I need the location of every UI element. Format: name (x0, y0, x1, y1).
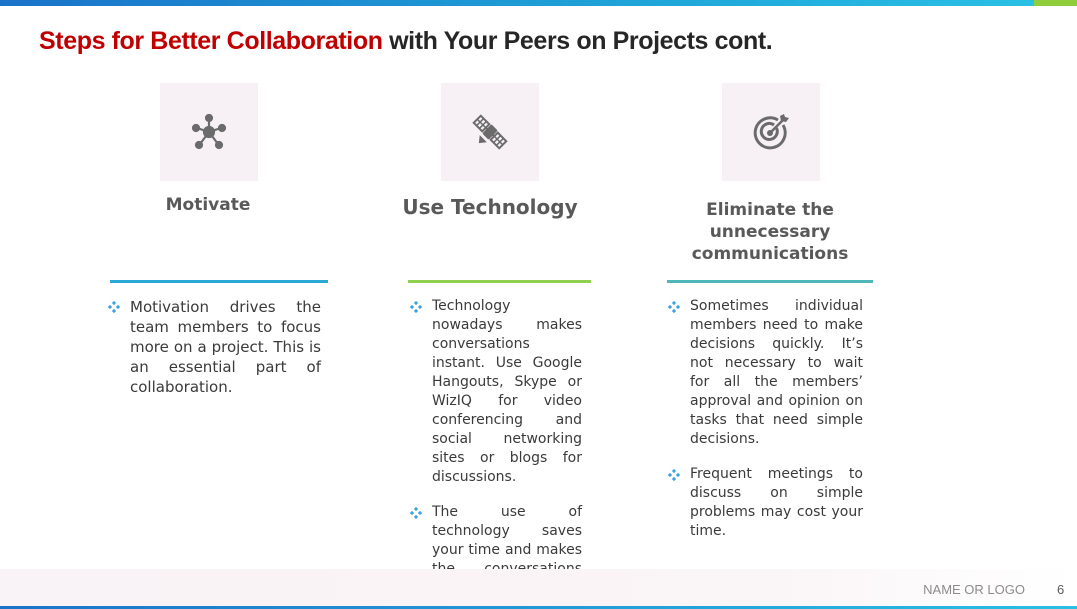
motivate-heading: Motivate (165, 195, 251, 215)
slide-title-rest: with Your Peers on Projects cont. (382, 27, 773, 55)
bullet-diamond-icon (668, 469, 680, 481)
motivate-divider (110, 280, 328, 283)
motivate-icon-tile (160, 83, 258, 181)
technology-divider (408, 280, 591, 283)
list-item: Frequent meetings to discuss on simple p… (666, 465, 863, 541)
top-accent-bar (0, 0, 1077, 6)
eliminate-divider (667, 280, 873, 283)
bullet-text: Sometimes individual members need to mak… (690, 298, 863, 447)
bullet-diamond-icon (108, 301, 120, 313)
technology-bullet-list: Technology nowadays makes conversations … (408, 297, 582, 609)
list-item: Motivation drives the team members to fo… (106, 297, 321, 397)
bullet-diamond-icon (410, 507, 422, 519)
technology-icon-tile (441, 83, 539, 181)
network-hub-icon (191, 113, 227, 150)
bullet-diamond-icon (668, 301, 680, 313)
slide-title: Steps for Better Collaboration with Your… (39, 27, 773, 56)
list-item: Sometimes individual members need to mak… (666, 297, 863, 449)
page-number: 6 (1057, 582, 1065, 597)
satellite-icon (472, 114, 508, 150)
bullet-text: Technology nowadays makes conversations … (432, 298, 582, 485)
list-item: Technology nowadays makes conversations … (408, 297, 582, 487)
technology-heading: Use Technology (402, 195, 578, 219)
bullet-text: Motivation drives the team members to fo… (130, 298, 321, 396)
footer-logo-placeholder: NAME OR LOGO (923, 582, 1025, 597)
bullet-text: Frequent meetings to discuss on simple p… (690, 466, 863, 539)
eliminate-icon-tile (722, 83, 820, 181)
motivate-bullet-list: Motivation drives the team members to fo… (106, 297, 321, 397)
bullet-diamond-icon (410, 301, 422, 313)
slide-title-highlight: Steps for Better Collaboration (39, 27, 383, 55)
eliminate-heading: Eliminate the unnecessary communications (691, 200, 849, 264)
eliminate-bullet-list: Sometimes individual members need to mak… (666, 297, 863, 541)
slide-footer (0, 569, 1077, 607)
target-icon (753, 114, 789, 150)
bottom-accent-bar (0, 606, 1077, 609)
